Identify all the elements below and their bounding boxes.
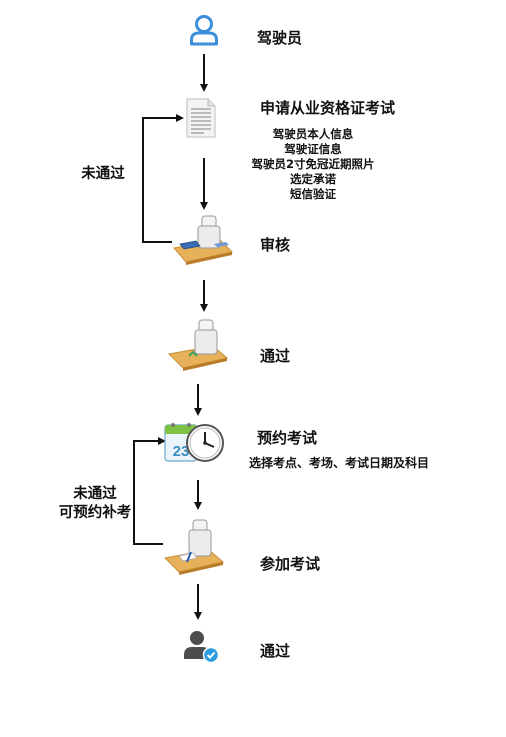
step-title-book: 预约考试 xyxy=(257,429,318,447)
desk-exam-icon xyxy=(163,519,225,575)
step-title-apply: 申请从业资格证考试 xyxy=(260,99,396,117)
detail-line: 选定承诺 xyxy=(290,172,336,186)
detail-line: 驾驶员2寸免冠近期照片 xyxy=(251,157,375,171)
calendar-day-number: 23 xyxy=(173,443,190,460)
user-outline-icon xyxy=(190,15,218,46)
detail-line: 短信验证 xyxy=(290,187,336,201)
apply-details: 驾驶员本人信息 驾驶证信息 驾驶员2寸免冠近期照片 选定承诺 短信验证 xyxy=(248,127,378,202)
step-title-driver: 驾驶员 xyxy=(257,29,303,47)
book-subtitle: 选择考点、考场、考试日期及科目 xyxy=(249,456,430,470)
loop-label-line: 未通过 xyxy=(73,486,117,502)
desk-approved-icon xyxy=(167,319,229,371)
step-title-exam: 参加考试 xyxy=(260,555,321,573)
step-title-review: 审核 xyxy=(260,236,291,254)
loop-label-fail-exam: 未通过 可预约补考 xyxy=(40,485,150,523)
user-verified-icon xyxy=(184,631,220,664)
desk-review-icon xyxy=(173,215,234,265)
step-title-pass-final: 通过 xyxy=(260,642,291,660)
detail-line: 驾驶证信息 xyxy=(284,142,342,156)
document-icon xyxy=(186,98,216,138)
loop-label-line: 可预约补考 xyxy=(58,505,132,521)
loop-label-line: 未通过 xyxy=(81,166,125,182)
loop-arrow-fail-review xyxy=(142,114,184,243)
calendar-clock-icon: 23 xyxy=(164,423,224,462)
loop-label-fail-review: 未通过 xyxy=(68,165,138,184)
step-title-pass: 通过 xyxy=(260,347,291,365)
loop-arrow-fail-exam xyxy=(133,437,166,545)
detail-line: 驾驶员本人信息 xyxy=(272,127,354,141)
